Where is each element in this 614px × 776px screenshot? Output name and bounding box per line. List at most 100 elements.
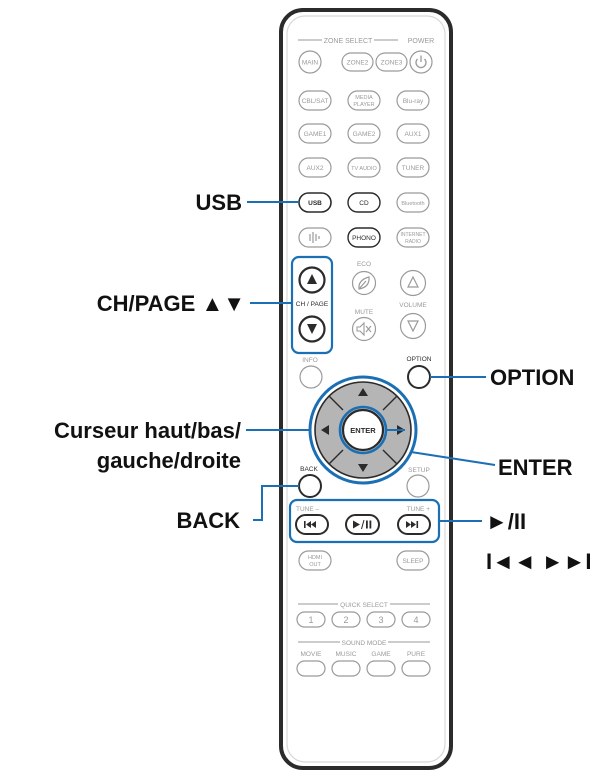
- internet-radio-button[interactable]: [396, 227, 430, 248]
- tune-plus-label: TUNE +: [407, 506, 431, 513]
- info-button[interactable]: [299, 365, 323, 389]
- game2-button[interactable]: [347, 123, 381, 144]
- cursor-up-arrow-icon[interactable]: [358, 388, 368, 396]
- music-button[interactable]: [331, 660, 361, 677]
- callout-back: BACK: [176, 508, 240, 533]
- enter-leader-2: [410, 451, 496, 466]
- back-label: BACK: [300, 466, 318, 473]
- callout-play-pause: ►/II: [486, 509, 526, 534]
- tuner-button[interactable]: [396, 157, 430, 178]
- media-player-button[interactable]: [347, 90, 381, 111]
- main-button-label: MAIN: [302, 60, 319, 67]
- zone3-button-label: ZONE3: [381, 60, 403, 67]
- enter-label: ENTER: [350, 426, 376, 435]
- enter-button[interactable]: [341, 408, 385, 452]
- cbl-sat-label: CBL/SAT: [302, 98, 329, 105]
- quick-select-2-label: 2: [343, 615, 348, 625]
- quick-select-4-button[interactable]: [401, 611, 431, 628]
- game-button[interactable]: [366, 660, 396, 677]
- option-button[interactable]: [407, 365, 431, 389]
- callout-cursor-line2: gauche/droite: [97, 448, 241, 473]
- zone3-button[interactable]: [375, 52, 408, 72]
- hdmi-out-label-line2: OUT: [309, 562, 321, 568]
- cursor-down-arrow-icon[interactable]: [358, 464, 368, 472]
- eco-label: ECO: [357, 261, 371, 268]
- skip-forward-icon: [406, 521, 419, 528]
- usb-label: USB: [308, 200, 322, 207]
- info-label: INFO: [302, 357, 318, 364]
- game-label: GAME: [371, 651, 391, 658]
- ch-page-label: CH / PAGE: [296, 301, 329, 308]
- callout-usb: USB: [196, 190, 242, 215]
- remote-inner-bevel: [286, 15, 446, 763]
- zone2-button-label: ZONE2: [347, 60, 369, 67]
- volume-down-icon: [407, 320, 419, 333]
- sleep-label: SLEEP: [403, 558, 424, 565]
- game1-label: GAME1: [304, 131, 327, 138]
- sleep-button[interactable]: [396, 550, 430, 571]
- music-label: MUSIC: [336, 651, 357, 658]
- mute-label: MUTE: [355, 309, 374, 316]
- callout-skip: I◄◄ ►►I: [486, 549, 591, 574]
- mute-icon: [356, 321, 372, 337]
- main-button[interactable]: [298, 50, 322, 74]
- movie-label: MOVIE: [301, 651, 323, 658]
- setup-label: SETUP: [408, 467, 430, 474]
- tv-audio-button[interactable]: [347, 157, 381, 178]
- zone2-button[interactable]: [341, 52, 374, 72]
- skip-back-icon: [304, 521, 316, 528]
- callout-cursor-line1: Curseur haut/bas/: [54, 418, 241, 443]
- bluray-button[interactable]: [396, 90, 430, 111]
- cursor-left-arrow-icon[interactable]: [321, 425, 329, 435]
- media-player-label-line2: PLAYER: [353, 102, 374, 108]
- volume-down-button[interactable]: [399, 312, 427, 340]
- bluray-label: Blu-ray: [403, 98, 424, 105]
- up-arrow-icon: [307, 274, 317, 284]
- cursor-pad-dividers: [328, 395, 398, 465]
- zone-select-label: ZONE SELECT: [324, 38, 373, 45]
- callout-option: OPTION: [490, 365, 574, 390]
- sound-mode-label: SOUND MODE: [342, 640, 387, 647]
- option-label: OPTION: [407, 356, 432, 363]
- internet-radio-label-line2: RADIO: [405, 239, 421, 245]
- internet-radio-label-line1: INTERNET: [401, 232, 426, 238]
- bluetooth-label: Bluetooth: [401, 201, 424, 207]
- ch-page-highlight-box: [290, 255, 334, 355]
- heos-button[interactable]: [298, 227, 332, 248]
- power-icon: [415, 55, 427, 69]
- bluetooth-button[interactable]: [396, 192, 430, 213]
- setup-button[interactable]: [406, 474, 430, 498]
- phono-button[interactable]: [347, 227, 381, 248]
- game1-button[interactable]: [298, 123, 332, 144]
- volume-up-button[interactable]: [399, 269, 427, 297]
- power-label: POWER: [408, 38, 434, 45]
- hdmi-out-label-line1: HDMI: [308, 555, 323, 561]
- back-leader: [253, 485, 299, 521]
- volume-up-icon: [407, 275, 419, 288]
- aux2-button[interactable]: [298, 157, 332, 178]
- down-arrow-icon: [307, 324, 317, 334]
- back-button[interactable]: [298, 474, 322, 498]
- quick-select-2-button[interactable]: [331, 611, 361, 628]
- cd-label: CD: [359, 200, 369, 207]
- quick-select-4-label: 4: [413, 615, 418, 625]
- callout-enter: ENTER: [498, 455, 573, 480]
- aux1-label: AUX1: [405, 131, 422, 138]
- cbl-sat-button[interactable]: [298, 90, 332, 111]
- phono-label: PHONO: [352, 235, 376, 242]
- callout-ch-page: CH/PAGE ▲▼: [97, 291, 245, 316]
- aux2-label: AUX2: [307, 165, 324, 172]
- movie-button[interactable]: [296, 660, 326, 677]
- pure-label: PURE: [407, 651, 426, 658]
- cd-button[interactable]: [347, 192, 381, 213]
- aux1-button[interactable]: [396, 123, 430, 144]
- leaf-icon: [358, 276, 370, 290]
- quick-select-3-button[interactable]: [366, 611, 396, 628]
- hdmi-out-button[interactable]: [298, 550, 332, 571]
- quick-select-label: QUICK SELECT: [340, 602, 388, 609]
- pure-button[interactable]: [401, 660, 431, 677]
- leader-lines: [246, 201, 496, 522]
- heos-icon: [309, 232, 320, 243]
- quick-select-1-button[interactable]: [296, 611, 326, 628]
